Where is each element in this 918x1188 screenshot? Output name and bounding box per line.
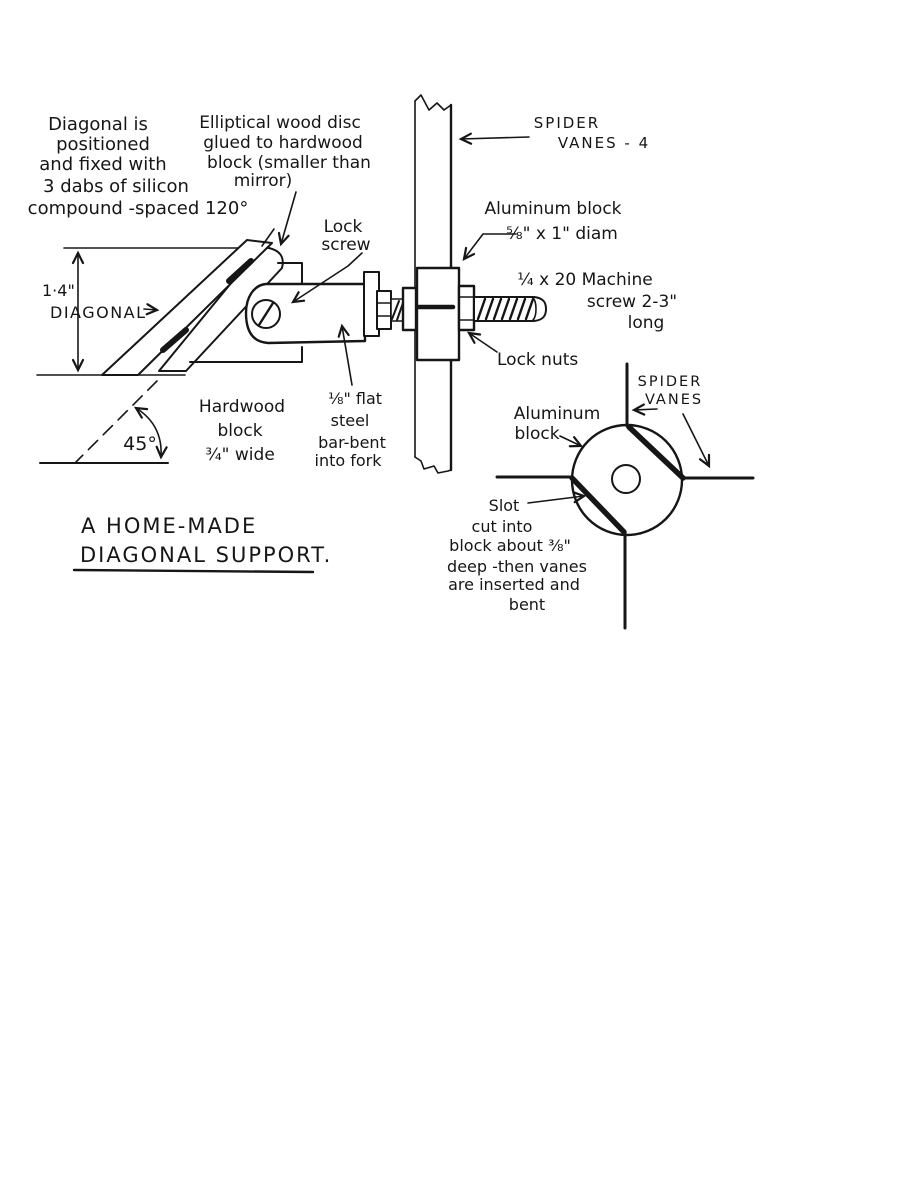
silicon-note-line: positioned — [56, 134, 150, 155]
silicon-note-line: and fixed with — [39, 154, 166, 175]
svg-text:Hardwood: Hardwood — [199, 397, 285, 417]
svg-text:into fork: into fork — [315, 451, 383, 470]
dimension-lines — [36, 247, 265, 464]
svg-text:⅝" x 1" diam: ⅝" x 1" diam — [506, 224, 618, 244]
disc-note-line: mirror) — [234, 171, 293, 191]
diagonal-size: 1·4" — [42, 281, 75, 300]
svg-text:¼ x 20 Machine: ¼ x 20 Machine — [517, 270, 653, 290]
svg-text:Slot: Slot — [489, 496, 520, 515]
steel-fork-label: ⅛" flat steel bar-bent into fork — [315, 389, 386, 470]
annotations: Diagonal is positioned and fixed with 3 … — [28, 113, 703, 614]
svg-text:block: block — [514, 424, 559, 444]
svg-text:SPIDER: SPIDER — [638, 374, 703, 390]
svg-text:screw 2-3": screw 2-3" — [587, 292, 677, 312]
slot-cut-lower — [569, 475, 627, 535]
svg-text:VANES: VANES — [645, 392, 703, 408]
title-block: A HOME-MADE DIAGONAL SUPPORT. — [72, 514, 332, 574]
diagonal-mirror-strips — [101, 239, 284, 376]
nut — [376, 290, 392, 330]
svg-text:screw: screw — [321, 235, 370, 255]
title-line: A HOME-MADE — [81, 514, 257, 538]
diagonal-word: DIAGONAL — [50, 303, 147, 322]
nut — [401, 286, 418, 332]
silicon-dab-mark — [226, 258, 254, 284]
center-hole — [611, 464, 641, 494]
lock-nut — [457, 284, 476, 332]
svg-text:Aluminum: Aluminum — [514, 404, 601, 424]
aluminum-block-section-label: Aluminum block — [514, 404, 601, 444]
svg-text:block: block — [217, 421, 262, 441]
slot-cut-upper — [626, 424, 686, 481]
disc-note-line: block (smaller than — [207, 153, 371, 173]
cross-section-view — [495, 362, 755, 630]
slot-note: Slot cut into block about ⅜" deep -then … — [447, 496, 587, 614]
silicon-dab-mark — [160, 327, 189, 353]
svg-text:¾" wide: ¾" wide — [205, 445, 275, 465]
diagonal-dimension-label: 1·4" DIAGONAL — [42, 281, 147, 322]
svg-text:bar-bent: bar-bent — [318, 433, 386, 452]
silicon-note-line: compound -spaced 120° — [28, 198, 249, 219]
angle-45-label: 45° — [123, 433, 157, 455]
machine-screw-label: ¼ x 20 Machine screw 2-3" long — [517, 270, 677, 333]
aluminum-block-side-label: Aluminum block ⅝" x 1" diam — [484, 199, 621, 244]
spider-vanes-section-label: SPIDER VANES — [638, 374, 703, 408]
svg-text:deep -then vanes: deep -then vanes — [447, 557, 587, 576]
spider-vanes-4-label: SPIDER VANES - 4 — [534, 114, 650, 152]
svg-text:cut into: cut into — [472, 517, 533, 536]
svg-text:long: long — [628, 313, 665, 333]
disc-note-line: glued to hardwood — [203, 133, 363, 153]
svg-text:⅛" flat: ⅛" flat — [328, 389, 382, 408]
silicon-note-line: Diagonal is — [48, 114, 148, 135]
silicon-note-line: 3 dabs of silicon — [43, 176, 189, 197]
title-line: DIAGONAL SUPPORT. — [80, 543, 332, 567]
hardwood-block-label: Hardwood block ¾" wide — [199, 397, 285, 465]
lock-screw-label: Lock screw — [321, 217, 370, 255]
svg-text:SPIDER: SPIDER — [534, 114, 600, 132]
aluminum-block-side-view — [415, 266, 461, 362]
leader-arrows — [143, 132, 711, 504]
svg-text:are inserted and: are inserted and — [448, 575, 580, 594]
fork-body — [244, 282, 367, 345]
silicon-note: Diagonal is positioned and fixed with 3 … — [28, 114, 249, 219]
svg-text:VANES - 4: VANES - 4 — [558, 134, 650, 152]
svg-text:bent: bent — [509, 595, 545, 614]
disc-note-line: Elliptical wood disc — [199, 113, 361, 133]
svg-text:Lock: Lock — [324, 217, 363, 237]
svg-text:steel: steel — [331, 411, 370, 430]
svg-text:block about ⅜": block about ⅜" — [449, 536, 571, 555]
svg-text:Aluminum block: Aluminum block — [484, 199, 621, 219]
disc-note: Elliptical wood disc glued to hardwood b… — [199, 113, 371, 191]
title-underline — [72, 568, 315, 574]
machine-screw-assembly — [457, 284, 547, 332]
adjustment-nuts-left — [376, 286, 418, 332]
lock-nuts-label: Lock nuts — [497, 350, 578, 370]
lock-screw-slot — [257, 301, 275, 327]
steel-fork-assembly — [244, 271, 380, 345]
hardwood-block-outline — [189, 262, 303, 363]
mirror-strip — [101, 239, 273, 376]
